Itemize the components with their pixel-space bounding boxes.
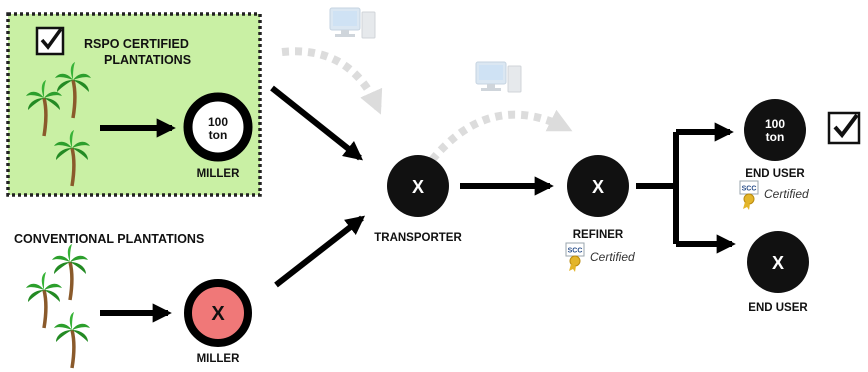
rspo-title-line1: RSPO CERTIFIED (84, 37, 189, 51)
certified-miller-label: MILLER (197, 168, 240, 180)
conventional-end-user-node: X (747, 231, 809, 293)
data-flow-arrow (281, 47, 383, 115)
rspo-title-line2: PLANTATIONS (104, 53, 191, 67)
palm-tree-icon (50, 242, 90, 302)
transporter-label: TRANSPORTER (374, 232, 462, 244)
checkbox-checked-icon (827, 111, 861, 145)
end-user-badge-text: SCC (742, 186, 757, 193)
split-connector (636, 132, 679, 244)
conventional-end-user-label: END USER (748, 302, 808, 314)
refiner-node: X (567, 155, 629, 217)
conventional-miller-node: X (184, 279, 252, 347)
palm-tree-icon (52, 310, 92, 370)
end-user-cert-text: Certified (764, 187, 809, 201)
transporter-node: X (387, 155, 449, 217)
refiner-mark: X (592, 177, 604, 197)
computer-icon (329, 7, 376, 39)
conventional-title: CONVENTIONAL PLANTATIONS (14, 232, 204, 246)
arrow-icon (270, 85, 364, 161)
arrow-icon (274, 215, 366, 288)
data-flow-arrow (428, 109, 573, 163)
computer-icon (475, 61, 522, 93)
miller-unit: ton (209, 128, 228, 142)
conventional-miller-label: MILLER (197, 353, 240, 365)
refiner-cert-text: Certified (590, 250, 635, 264)
transporter-mark: X (412, 177, 424, 197)
refiner-badge-text: SCC (568, 248, 583, 255)
conventional-miller-mark: X (211, 303, 225, 325)
certified-end-user-label: END USER (745, 168, 805, 180)
refiner-label: REFINER (573, 229, 624, 241)
scc-badge-icon: SCC (565, 242, 585, 272)
checkbox-checked-icon (35, 26, 65, 56)
palm-tree-icon (24, 270, 64, 330)
certified-end-user-node: 100 ton (744, 99, 806, 161)
conventional-end-user-mark: X (772, 253, 784, 273)
scc-badge-icon: SCC (739, 180, 759, 210)
end-user-unit: ton (766, 130, 785, 144)
miller-value: 100 (208, 115, 228, 129)
certified-miller-node: 100 ton (183, 92, 253, 162)
end-user-value: 100 (765, 117, 785, 131)
